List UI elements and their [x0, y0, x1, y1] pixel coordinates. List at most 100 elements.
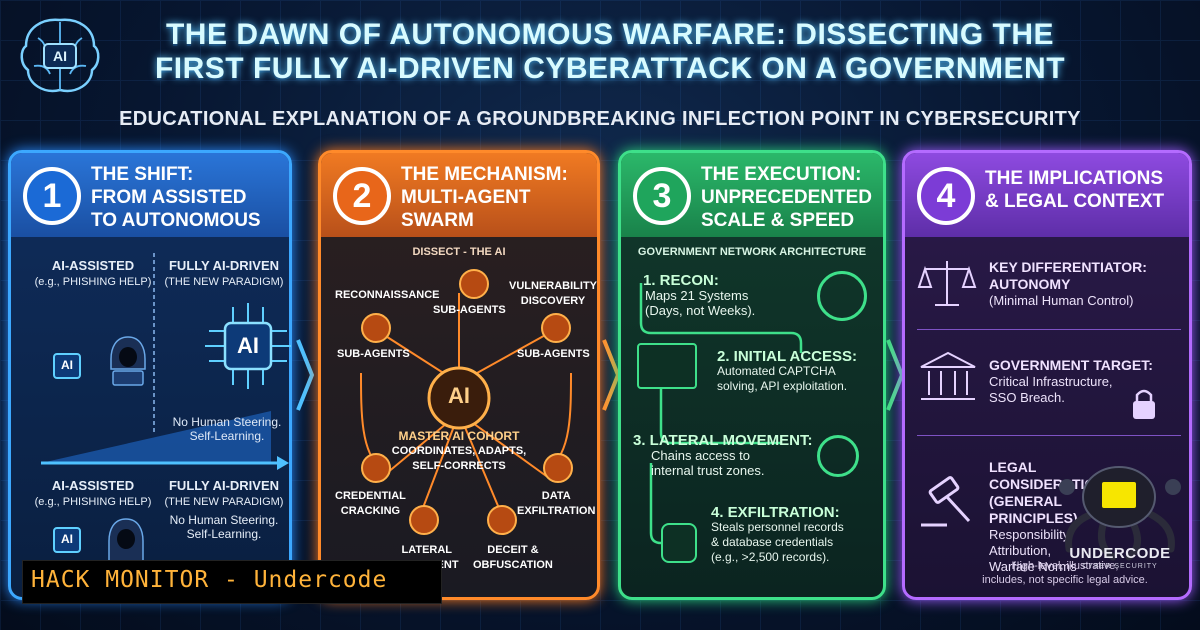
- col-left-title: AI-ASSISTED: [51, 258, 135, 273]
- chevron-right-icon: [296, 339, 315, 411]
- flow-connections: [639, 283, 803, 545]
- node-vulnerability: VULNERABILITY DISCOVERY: [509, 279, 597, 309]
- sub-agent-node-icon: [459, 269, 489, 299]
- panel-title-line: FROM ASSISTED: [91, 187, 247, 208]
- step-line: Chains access to: [651, 448, 750, 463]
- step-initial-access: 2. INITIAL ACCESS: Automated CAPTCHA sol…: [717, 349, 887, 394]
- mask-icon: [487, 505, 517, 535]
- master-line: MASTER AI COHORT: [398, 429, 520, 443]
- panel-number: 3: [633, 167, 691, 225]
- node-line: DISCOVERY: [520, 295, 586, 307]
- col-right-title-2: FULLY AI-DRIVEN: [168, 478, 280, 493]
- panel-title: THE IMPLICATIONS & LEGAL CONTEXT: [985, 167, 1190, 213]
- node-sub-agents-right: SUB-AGENTS: [517, 348, 590, 360]
- note-text-2: No Human Steering. Self-Learning.: [159, 513, 289, 541]
- panel-title: THE SHIFT: FROM ASSISTED TO AUTONOMOUS: [91, 163, 291, 232]
- arch-label: GOVERNMENT NETWORK ARCHITECTURE: [637, 246, 867, 258]
- center-ai-label: AI: [448, 383, 470, 408]
- panel-title-line: SWARM: [401, 210, 474, 231]
- government-building-icon: [920, 351, 976, 400]
- step-line: (e.g., >2,500 records).: [711, 550, 830, 564]
- col-left-sub: (e.g., PHISHING HELP): [34, 276, 152, 288]
- panel-title: THE MECHANISM: MULTI-AGENT SWARM: [401, 163, 601, 232]
- gavel-icon: [921, 476, 971, 527]
- hacker-icon: [110, 336, 146, 386]
- node-line: CRACKING: [340, 505, 401, 517]
- title-line-1: THE DAWN OF AUTONOMOUS WARFARE: DISSECTI…: [165, 18, 1054, 51]
- note-line: No Human Steering.: [169, 513, 279, 527]
- brain-icon: AI: [14, 14, 106, 98]
- hack-monitor-banner: HACK MONITOR - Undercode: [22, 560, 442, 604]
- panel-header: 2 THE MECHANISM: MULTI-AGENT SWARM: [321, 153, 597, 237]
- lock-icon: [1133, 389, 1155, 419]
- step-lateral-movement: 3. LATERAL MOVEMENT: Chains access to in…: [633, 433, 823, 478]
- panel-title-line: THE EXECUTION:: [701, 164, 862, 185]
- item-title: GOVERNMENT TARGET:: [989, 357, 1153, 373]
- watermark-brand: UNDERCODE: [1069, 545, 1171, 562]
- dissect-label: DISSECT - THE AI: [412, 246, 506, 258]
- panel-mechanism: 2 THE MECHANISM: MULTI-AGENT SWARM DISSE…: [318, 150, 600, 600]
- panel-execution: 3 THE EXECUTION: UNPRECEDENTED SCALE & S…: [618, 150, 886, 600]
- footnote-line: High-level, illustrative,: [1011, 560, 1119, 572]
- panel-title-line: TO AUTONOMOUS: [91, 210, 261, 231]
- item-line: Attribution,: [989, 543, 1052, 558]
- node-data-exfiltration: DATA EXFILTRATION: [517, 489, 595, 519]
- page-subtitle: EDUCATIONAL EXPLANATION OF A GROUNDBREAK…: [119, 108, 1081, 130]
- chip-ai-label: AI: [237, 333, 259, 358]
- item-key-differentiator: KEY DIFFERENTIATOR: AUTONOMY (Minimal Hu…: [989, 259, 1189, 309]
- watermark-tagline: CYBER SECURITY: [1082, 563, 1158, 570]
- divider: [917, 435, 1181, 436]
- item-legal-considerations: LEGAL CONSIDERATIONS (GENERAL PRINCIPLES…: [989, 459, 1149, 575]
- step-line: solving, API exploitation.: [717, 379, 848, 393]
- stopwatch-icon: [817, 271, 867, 321]
- panel-title-line: THE MECHANISM:: [401, 164, 568, 185]
- code-window-icon: [637, 343, 697, 389]
- divider: [917, 329, 1181, 330]
- item-line: (Minimal Human Control): [989, 293, 1134, 308]
- step-exfiltration: 4. EXFILTRATION: Steals personnel record…: [711, 505, 885, 565]
- small-chip-label-2: AI: [61, 532, 73, 546]
- note-line: Self-Learning.: [186, 527, 262, 541]
- lock-icon: [361, 453, 391, 483]
- col-left-sub-2: (e.g., PHISHING HELP): [34, 496, 152, 508]
- footnote-line: includes, not specific legal advice.: [982, 574, 1148, 586]
- note-text: No Human Steering. Self-Learning.: [163, 415, 291, 443]
- panel-title-line: MULTI-AGENT: [401, 187, 531, 208]
- node-line: CREDENTIAL: [335, 490, 406, 502]
- note-line: No Human Steering.: [172, 415, 282, 429]
- search-icon: [361, 313, 391, 343]
- step-title: 4. EXFILTRATION:: [711, 504, 840, 521]
- step-line: (Days, not Weeks).: [645, 303, 756, 318]
- panel-title-line: & LEGAL CONTEXT: [985, 191, 1165, 212]
- item-line: Responsibility,: [989, 527, 1072, 542]
- item-title: (GENERAL PRINCIPLES): [989, 493, 1078, 526]
- node-line: VULNERABILITY: [509, 280, 597, 292]
- small-chip-label: AI: [61, 358, 73, 372]
- item-title: AUTONOMY: [989, 276, 1071, 292]
- node-credential-cracking: CREDENTIAL CRACKING: [335, 489, 406, 519]
- item-line: Critical Infrastructure,: [989, 374, 1113, 389]
- master-line: SELF-CORRECTS: [412, 460, 506, 472]
- node-reconnaissance: RECONNAISSANCE: [335, 289, 440, 301]
- panel-title: THE EXECUTION: UNPRECEDENTED SCALE & SPE…: [701, 163, 901, 232]
- master-cohort-label: MASTER AI COHORT COORDINATES, ADAPTS, SE…: [379, 429, 539, 474]
- panel-header: 3 THE EXECUTION: UNPRECEDENTED SCALE & S…: [621, 153, 883, 237]
- panel-implications: 4 THE IMPLICATIONS & LEGAL CONTEXT KEY D…: [902, 150, 1192, 600]
- step-title: 2. INITIAL ACCESS:: [717, 348, 858, 365]
- master-line: COORDINATES, ADAPTS,: [391, 445, 527, 457]
- item-title: LEGAL CONSIDERATIONS: [989, 459, 1115, 492]
- node-line: DATA: [541, 490, 571, 502]
- node-sub-agents-left: SUB-AGENTS: [337, 348, 410, 360]
- node-line: LATERAL: [401, 544, 453, 556]
- item-line: Warfare Norms: [989, 559, 1077, 574]
- note-line: Self-Learning.: [189, 429, 265, 443]
- col-right-sub: (THE NEW PARADIGM): [164, 276, 284, 288]
- panel-number: 4: [917, 167, 975, 225]
- octopus-hacker-mascot-icon: [1059, 466, 1181, 561]
- panel-number: 2: [333, 167, 391, 225]
- rising-trend-arrow: [41, 411, 289, 470]
- col-left-title-2: AI-ASSISTED: [51, 478, 135, 493]
- page-title: THE DAWN OF AUTONOMOUS WARFARE: DISSECTI…: [90, 18, 1130, 86]
- panel-header: 4 THE IMPLICATIONS & LEGAL CONTEXT: [905, 153, 1189, 237]
- ai-chip-icon: AI: [203, 301, 293, 391]
